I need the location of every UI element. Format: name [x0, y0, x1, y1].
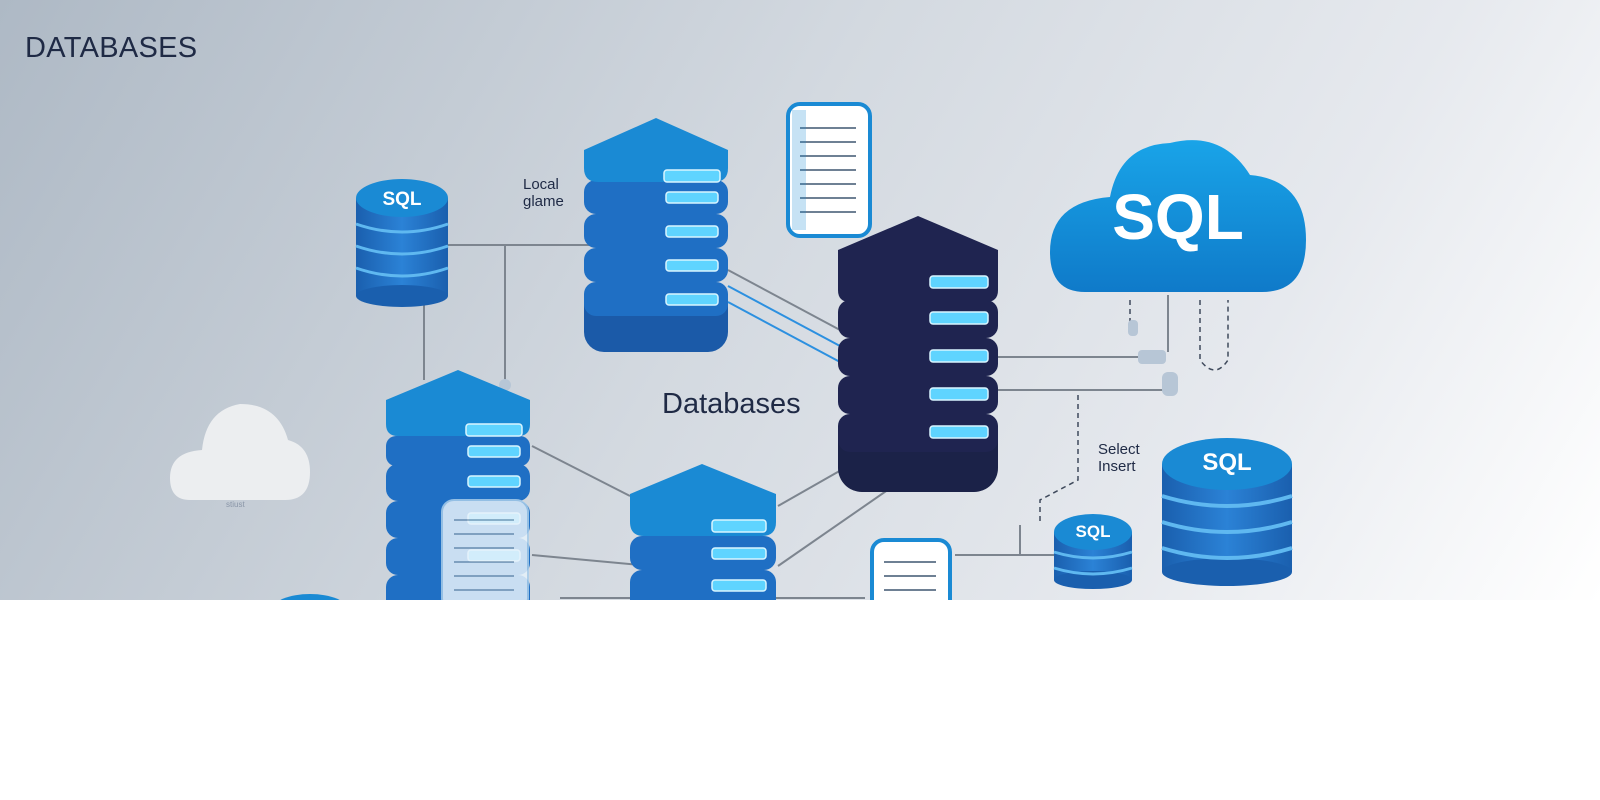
sql-label-top-left: SQL: [382, 189, 422, 210]
connector-lines: [423, 244, 1169, 599]
server-stack-icon: [584, 118, 728, 352]
dashed-lines: [1039, 300, 1229, 525]
database-cylinder-icon: [1161, 438, 1293, 586]
connector-nodes: [499, 320, 1178, 396]
local-label: Local glame: [523, 176, 564, 210]
cloud-icon: [1050, 140, 1306, 292]
database-cylinder-icon: [355, 179, 449, 307]
query-label: Select Insert: [1098, 441, 1140, 475]
document-icon: [870, 538, 952, 600]
database-cylinder-icon: [1053, 514, 1133, 589]
query-label-select: Select: [1098, 441, 1140, 458]
center-label: Databases: [662, 388, 801, 420]
query-label-insert: Insert: [1098, 458, 1136, 475]
database-cylinder-icon: [280, 594, 340, 600]
server-stack-icon: [838, 216, 998, 492]
highlight-lines: [727, 285, 841, 363]
cloud-icon: [170, 404, 310, 500]
document-icon: [786, 102, 872, 238]
diagram-banner: DATABASES Databases Local glame Select I…: [0, 0, 1600, 600]
database-diagram: [170, 102, 1306, 600]
cloud-sql-label: SQL: [1112, 181, 1244, 253]
sql-label-right-large: SQL: [1202, 449, 1252, 476]
local-label-line-1: Local: [523, 176, 559, 193]
sql-label-right-small: SQL: [1075, 522, 1111, 541]
document-icon: [441, 499, 529, 600]
page-title: DATABASES: [25, 32, 198, 64]
cloud-caption: stiust: [226, 500, 245, 509]
local-label-line-2: glame: [523, 193, 564, 210]
server-stack-icon: [630, 464, 776, 600]
